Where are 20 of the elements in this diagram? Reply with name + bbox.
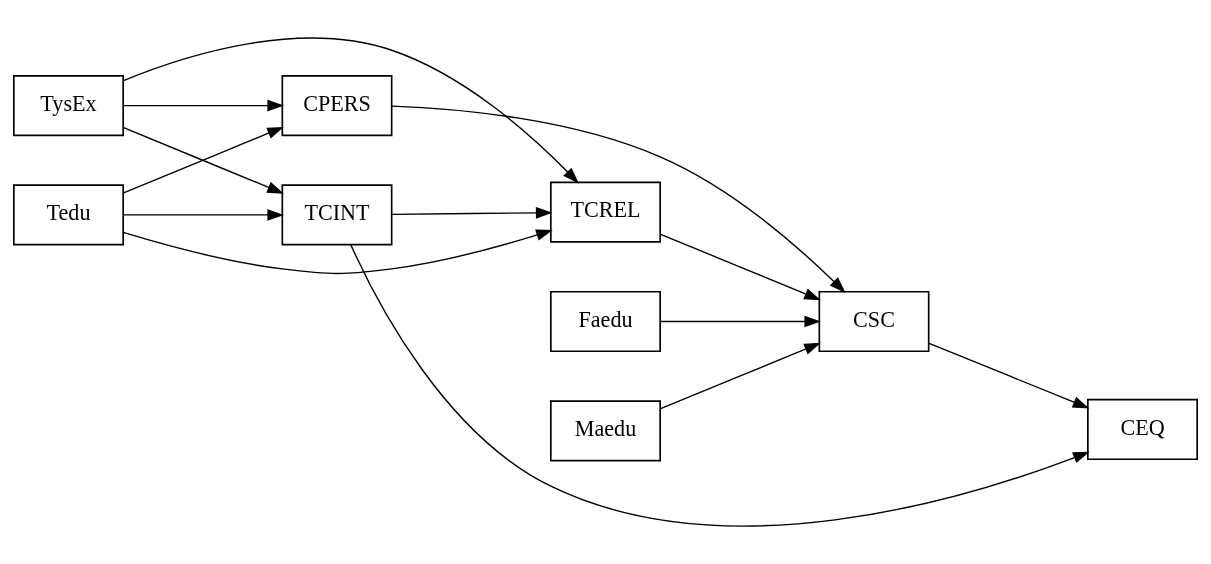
arrow (659, 342, 821, 410)
arrow (391, 105, 846, 294)
node-box: CSC (818, 290, 930, 353)
arrow (122, 99, 284, 112)
node-box: TysEx (13, 75, 124, 137)
node-box: TCINT (281, 184, 393, 246)
node-box: CEQ (1087, 398, 1198, 461)
node-box: Maedu (550, 400, 661, 462)
arrow (122, 37, 579, 184)
arrow (122, 209, 284, 221)
arrow (350, 244, 1090, 527)
node-box: CPERS (281, 75, 393, 137)
node-box: Tedu (13, 184, 124, 246)
arrow (659, 233, 821, 301)
arrow (391, 207, 553, 219)
arrow (928, 342, 1090, 409)
arrow (122, 229, 553, 275)
node-box: Faedu (550, 290, 661, 353)
node-box: TCREL (550, 181, 661, 243)
arrow (659, 315, 821, 328)
